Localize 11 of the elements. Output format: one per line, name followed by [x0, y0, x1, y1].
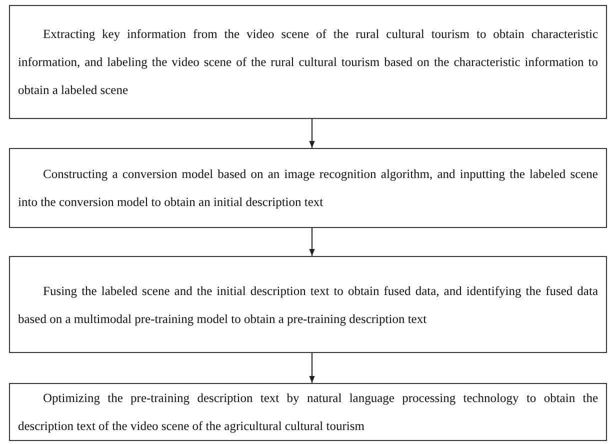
- process-box: [9, 256, 607, 353]
- process-box: [9, 383, 607, 441]
- arrow: [309, 118, 315, 148]
- arrow: [309, 352, 315, 384]
- step-text: Fusing the labeled scene and the initial description text to obtain fused data, and identifying the fused data based on a multimodal pre-training model to obtain a pre-training description text: [18, 282, 598, 328]
- arrow: [309, 228, 315, 256]
- step-text: Optimizing the pre-training description text by natural language processing technology to obtain the description text of the video scene of the agricultural cultural tourism: [18, 390, 598, 435]
- step-text: Constructing a conversion model based on an image recognition algorithm, and inputting the labeled scene into the conversion model to obtain an initial description text: [18, 166, 598, 211]
- process-box: [9, 5, 607, 119]
- process-box: [9, 148, 607, 228]
- step-text: Extracting key information from the video scene of the rural cultural tourism to obtain characteristic information, and labeling the video scene of the rural cultural tourism based on the characteristic information to obtain a labeled scene: [18, 26, 598, 99]
